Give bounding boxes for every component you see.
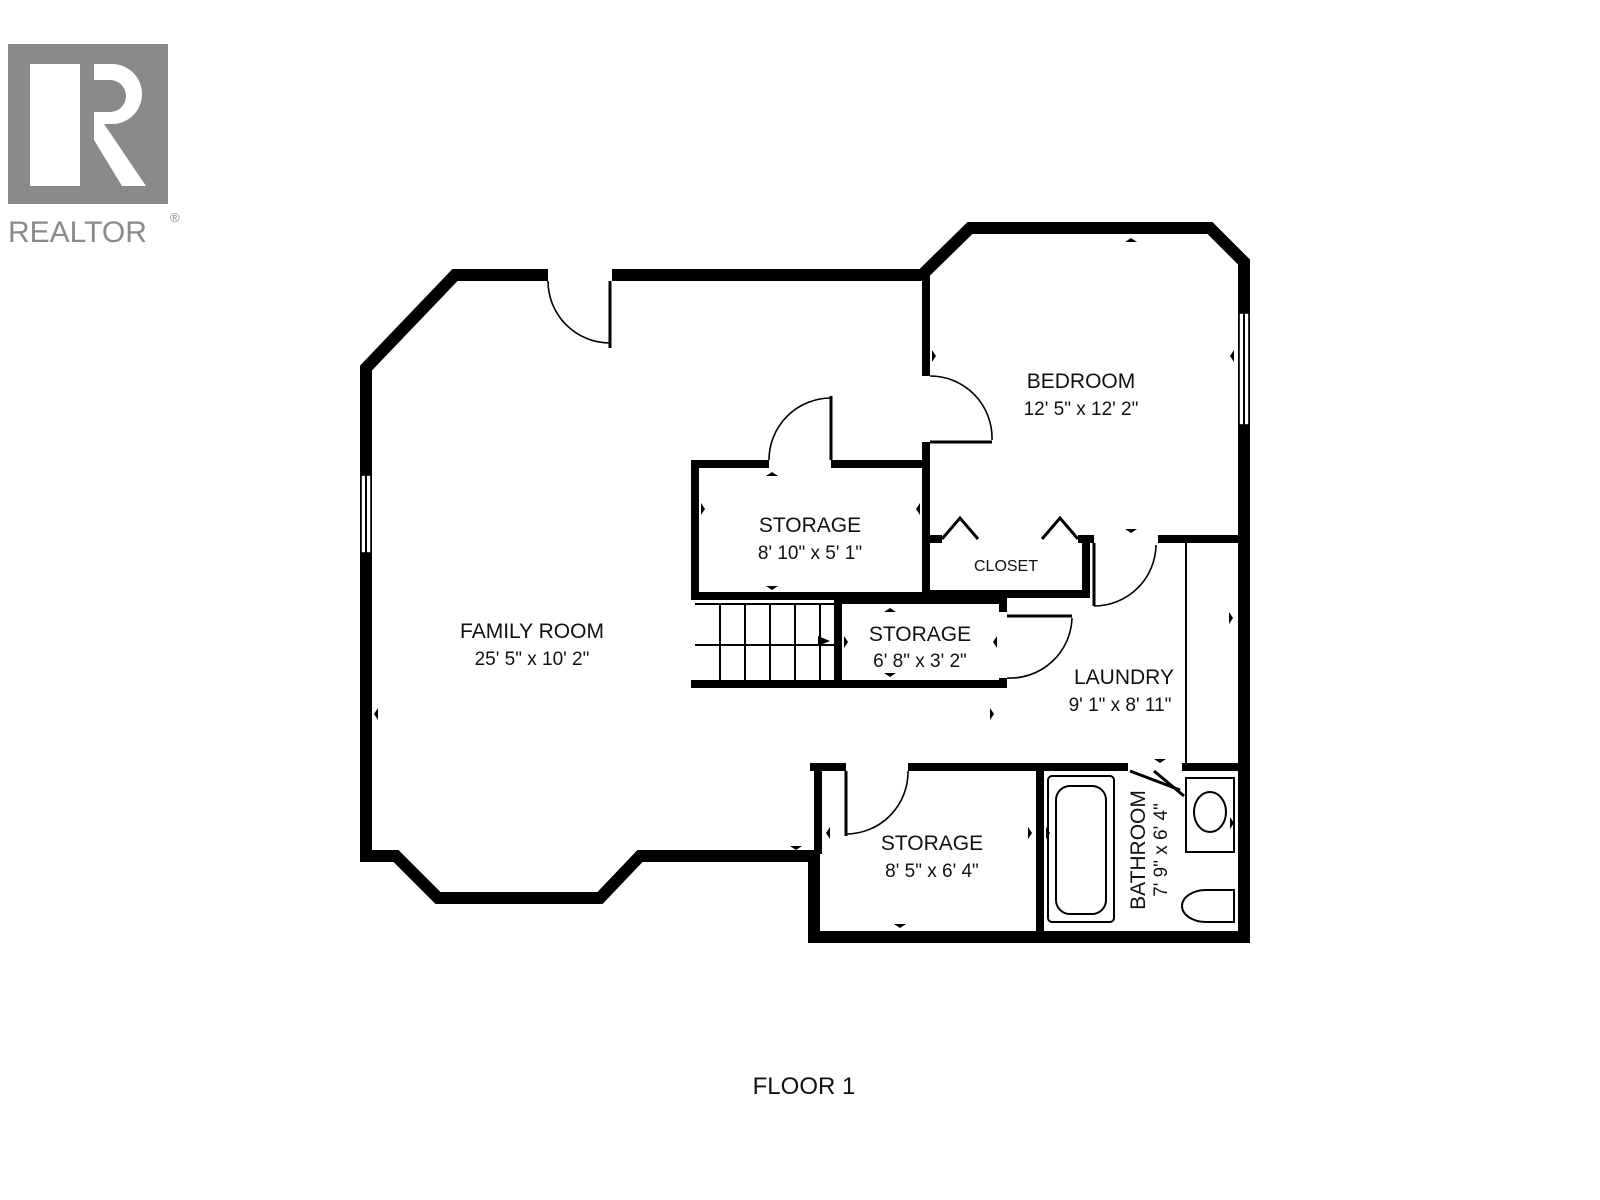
- bathroom-label: BATHROOM: [1127, 790, 1150, 910]
- interior-walls: [691, 271, 1248, 941]
- family-room-dimensions: 25' 5" x 10' 2": [475, 649, 590, 670]
- realtor-logo-r-bowl: [94, 64, 146, 186]
- dimension-markers: [374, 238, 1234, 928]
- realtor-logo: REALTOR ®: [8, 44, 180, 249]
- vanity: [1185, 777, 1235, 853]
- realtor-logo-registered: ®: [170, 210, 180, 225]
- realtor-logo-text: REALTOR: [8, 216, 147, 249]
- bedroom-label: BEDROOM: [1027, 370, 1136, 393]
- closet-label: CLOSET: [974, 558, 1038, 575]
- floor-label: FLOOR 1: [753, 1073, 856, 1100]
- storage-3-dimensions: 8' 5" x 6' 4": [885, 861, 979, 882]
- storage-2-dimensions: 6' 8" x 3' 2": [873, 651, 967, 672]
- bathroom-fixtures: [1047, 775, 1235, 923]
- room-labels: FAMILY ROOM 25' 5" x 10' 2" BEDROOM 12' …: [460, 370, 1174, 910]
- staircase: [695, 603, 834, 680]
- laundry-dimensions: 9' 1" x 8' 11": [1069, 695, 1172, 716]
- bedroom-dimensions: 12' 5" x 12' 2": [1024, 399, 1139, 420]
- storage-1-dimensions: 8' 10" x 5' 1": [758, 543, 862, 564]
- doors: [547, 267, 1185, 836]
- windows: [360, 312, 1250, 554]
- bathtub: [1047, 775, 1115, 923]
- storage-2-label: STORAGE: [869, 623, 971, 646]
- sink: [1193, 791, 1227, 833]
- realtor-logo-r-stem: [30, 64, 80, 186]
- toilet: [1181, 889, 1235, 923]
- bathroom-label-group: BATHROOM 7' 9" x 6' 4": [1127, 790, 1172, 910]
- laundry-label: LAUNDRY: [1074, 666, 1174, 689]
- storage-1-label: STORAGE: [759, 514, 861, 537]
- bathroom-dimensions: 7' 9" x 6' 4": [1151, 803, 1172, 897]
- storage-3-label: STORAGE: [881, 832, 983, 855]
- family-room-label: FAMILY ROOM: [460, 620, 604, 643]
- exterior-wall-main: [360, 222, 1250, 943]
